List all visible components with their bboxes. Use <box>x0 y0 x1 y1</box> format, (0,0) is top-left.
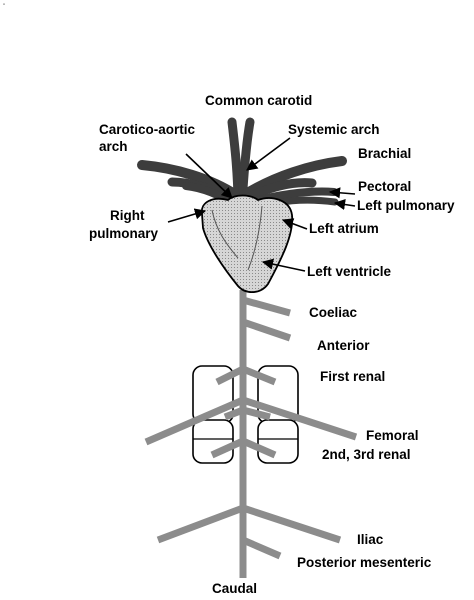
label-right-pulmonary-2: pulmonary <box>89 226 159 241</box>
label-femoral: Femoral <box>366 428 419 443</box>
label-anterior: Anterior <box>317 338 370 353</box>
label-first-renal: First renal <box>320 369 385 384</box>
arrow-right-pulmonary <box>167 208 207 223</box>
label-coeliac: Coeliac <box>309 305 358 320</box>
right-kidney-lower <box>257 419 299 464</box>
renal-left-lower <box>210 437 245 459</box>
arrow-carotico-aortic <box>185 153 233 199</box>
arrow-left-atrium <box>281 218 308 230</box>
label-second-third-renal: 2nd, 3rd renal <box>322 447 411 462</box>
posterior-mesenteric-branch <box>241 536 282 560</box>
arrow-systemic-arch <box>246 137 291 171</box>
label-carotico-aortic-2: arch <box>99 139 128 154</box>
corner-mark: " <box>3 4 5 10</box>
anterior-branch <box>241 318 292 342</box>
arrow-left-ventricle <box>261 258 306 272</box>
labels: Common carotid Systemic arch Carotico-ao… <box>89 93 455 596</box>
femoral-right <box>241 396 358 441</box>
label-carotico-aortic-1: Carotico-aortic <box>99 122 196 137</box>
label-right-pulmonary-1: Right <box>110 208 145 223</box>
pointer-arrows <box>167 137 356 272</box>
renal-right-upper <box>242 406 271 421</box>
label-common-carotid: Common carotid <box>205 93 312 108</box>
label-iliac: Iliac <box>357 532 384 547</box>
label-caudal: Caudal <box>212 581 257 596</box>
arrow-pectoral <box>328 187 356 199</box>
label-brachial: Brachial <box>358 146 411 161</box>
arrow-left-pulmonary <box>333 198 356 211</box>
iliac-left <box>156 504 245 544</box>
label-left-atrium: Left atrium <box>309 221 379 236</box>
brachial-right <box>239 156 347 200</box>
heart-body <box>201 194 294 294</box>
label-pectoral: Pectoral <box>358 179 411 194</box>
label-systemic-arch: Systemic arch <box>288 122 380 137</box>
iliac-right <box>241 504 342 544</box>
renal-right-lower <box>241 437 277 459</box>
label-left-ventricle: Left ventricle <box>307 264 392 279</box>
femoral-left <box>144 396 245 446</box>
first-renal-right <box>241 365 277 386</box>
label-posterior-mesenteric: Posterior mesenteric <box>297 555 432 570</box>
renal-left-upper <box>223 406 245 421</box>
label-left-pulmonary: Left pulmonary <box>357 198 455 213</box>
heart <box>201 194 294 294</box>
coeliac-branch <box>242 296 291 317</box>
first-renal-left <box>215 365 245 386</box>
